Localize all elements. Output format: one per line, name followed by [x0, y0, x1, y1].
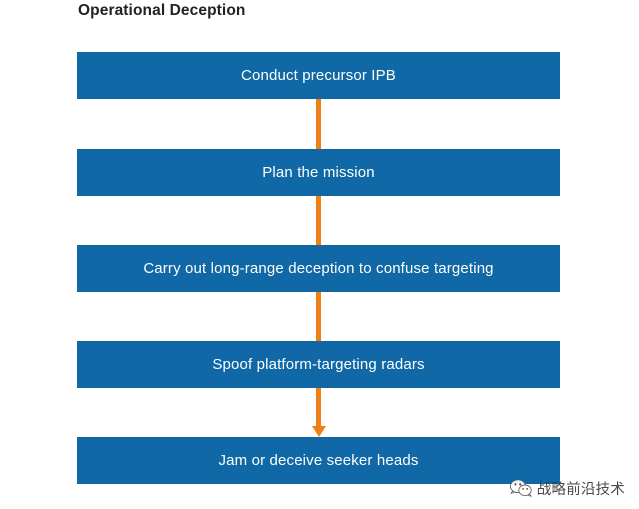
flow-step-1[interactable]: Conduct precursor IPB — [77, 52, 560, 99]
page-title: Operational Deception — [78, 2, 246, 19]
flow-step-label: Conduct precursor IPB — [241, 67, 396, 84]
flow-step-4[interactable]: Spoof platform-targeting radars — [77, 341, 560, 388]
wechat-icon — [509, 479, 532, 498]
flow-step-label: Jam or deceive seeker heads — [218, 452, 419, 469]
flow-connector-3-4 — [316, 292, 321, 341]
flow-step-3[interactable]: Carry out long-range deception to confus… — [77, 245, 560, 292]
flow-step-label: Carry out long-range deception to confus… — [143, 260, 494, 277]
flow-connector-4-5-arrow — [316, 388, 321, 426]
watermark: 战略前沿技术 — [509, 478, 625, 499]
flow-step-5[interactable]: Jam or deceive seeker heads — [77, 437, 560, 484]
watermark-text: 战略前沿技术 — [536, 482, 625, 498]
flow-step-label: Spoof platform-targeting radars — [212, 356, 425, 373]
flow-step-label: Plan the mission — [262, 164, 375, 181]
flow-step-2[interactable]: Plan the mission — [77, 149, 560, 196]
flow-connector-2-3 — [316, 196, 321, 245]
flow-connector-1-2 — [316, 99, 321, 149]
